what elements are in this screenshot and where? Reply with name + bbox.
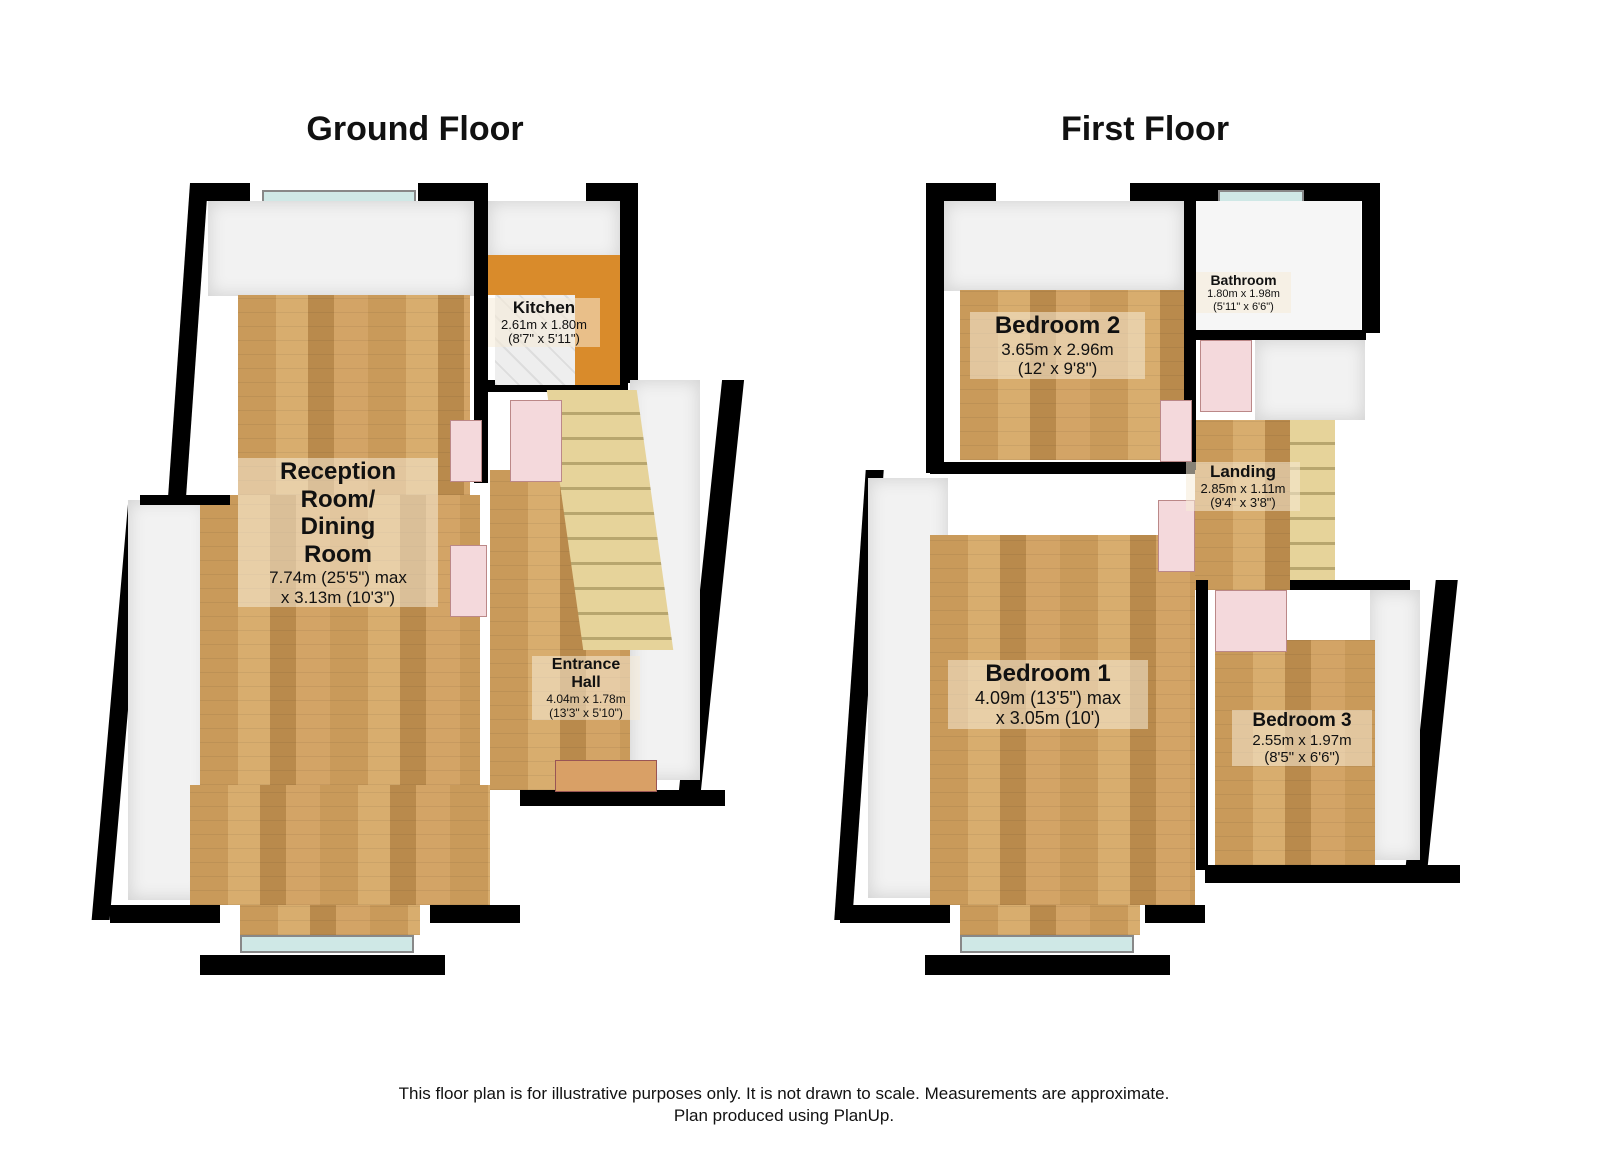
wall — [1145, 905, 1205, 923]
room-name: Kitchen — [512, 298, 576, 317]
room-label-reception: Reception Room/ Dining Room 7.74m (25'5"… — [238, 458, 438, 608]
room-name: Bedroom 2 — [994, 312, 1121, 339]
room-dimensions-imperial: (12' x 9'8") — [1017, 359, 1098, 379]
door — [1158, 500, 1195, 572]
room-name: Bedroom 3 — [1252, 710, 1352, 731]
room-dimensions-imperial: x 3.13m (10'3") — [280, 587, 396, 607]
ground-floor-title: Ground Floor — [306, 110, 524, 148]
wall — [1290, 580, 1410, 590]
room-dimensions: 2.61m x 1.80m — [501, 316, 587, 332]
wall — [167, 183, 208, 503]
room-name: Hall — [571, 674, 601, 692]
wall — [200, 955, 445, 975]
bay-window — [960, 935, 1134, 953]
credit-text: Plan produced using PlanUp. — [673, 1106, 895, 1125]
room-name: Bedroom 1 — [985, 660, 1111, 687]
room-name: Room/ — [300, 485, 376, 513]
wall — [418, 183, 488, 201]
room-dimensions-imperial: (5'11" x 6'6") — [1213, 300, 1274, 313]
disclaimer-text: This floor plan is for illustrative purp… — [398, 1084, 1170, 1103]
room-dimensions: 2.85m x 1.11m — [1200, 480, 1286, 496]
door — [1215, 590, 1287, 652]
first-floor-title: First Floor — [1060, 110, 1230, 148]
door — [450, 420, 482, 482]
door — [1160, 400, 1192, 462]
room-label-bedroom-2: Bedroom 2 3.65m x 2.96m (12' x 9'8") — [970, 312, 1145, 379]
front-door — [555, 760, 657, 792]
door — [450, 545, 487, 617]
room-label-bedroom-1: Bedroom 1 4.09m (13'5") max x 3.05m (10'… — [948, 660, 1148, 729]
room-name: Reception — [279, 458, 396, 485]
wall — [474, 183, 488, 483]
wall — [430, 905, 520, 923]
wall — [1196, 580, 1208, 870]
reception-floor — [240, 905, 420, 935]
wall — [1196, 330, 1366, 340]
wall-face — [1255, 340, 1365, 420]
wall — [1205, 865, 1460, 883]
wall-face — [944, 201, 1184, 291]
room-dimensions: 2.55m x 1.97m — [1252, 731, 1352, 749]
room-dimensions: 7.74m (25'5") max — [269, 568, 407, 588]
room-dimensions: 4.09m (13'5") max — [975, 687, 1121, 708]
room-dimensions-imperial: (9'4" x 3'8") — [1210, 495, 1276, 511]
room-dimensions-imperial: (8'7" x 5'11") — [508, 331, 580, 347]
wall — [520, 790, 725, 806]
room-dimensions: 4.04m x 1.78m — [546, 691, 626, 706]
wall — [620, 183, 638, 383]
reception-floor — [190, 785, 490, 905]
wall — [925, 955, 1170, 975]
room-dimensions: 3.65m x 2.96m — [1001, 339, 1114, 359]
room-dimensions-imperial: (8'5" x 6'6") — [1264, 749, 1340, 767]
door — [510, 400, 562, 482]
wall — [1362, 183, 1380, 333]
room-name: Dining — [300, 513, 376, 541]
kitchen-counter — [488, 255, 578, 295]
room-label-kitchen: Kitchen 2.61m x 1.80m (8'7" x 5'11") — [488, 298, 600, 348]
room-dimensions: 1.80m x 1.98m — [1207, 288, 1280, 301]
wall — [930, 462, 1195, 474]
room-label-landing: Landing 2.85m x 1.11m (9'4" x 3'8") — [1186, 462, 1300, 512]
room-label-bathroom: Bathroom 1.80m x 1.98m (5'11" x 6'6") — [1196, 272, 1291, 314]
room-name: Room — [304, 540, 372, 568]
wall — [840, 905, 950, 923]
bedroom-1-floor — [960, 905, 1140, 935]
wall — [110, 905, 220, 923]
wall-face — [208, 201, 474, 296]
wall — [140, 495, 230, 505]
room-label-bedroom-3: Bedroom 3 2.55m x 1.97m (8'5" x 6'6") — [1232, 710, 1372, 767]
room-name: Bathroom — [1210, 272, 1277, 288]
wall — [926, 183, 944, 473]
door — [1200, 340, 1252, 412]
room-name: Landing — [1209, 462, 1277, 481]
room-name: Entrance — [551, 656, 621, 673]
wall-face — [1370, 590, 1420, 860]
room-label-entrance-hall: Entrance Hall 4.04m x 1.78m (13'3" x 5'1… — [532, 656, 640, 721]
wall-face — [488, 201, 620, 261]
room-dimensions-imperial: (13'3" x 5'10") — [549, 705, 623, 720]
room-dimensions-imperial: x 3.05m (10') — [995, 708, 1101, 729]
bay-window — [240, 935, 414, 953]
